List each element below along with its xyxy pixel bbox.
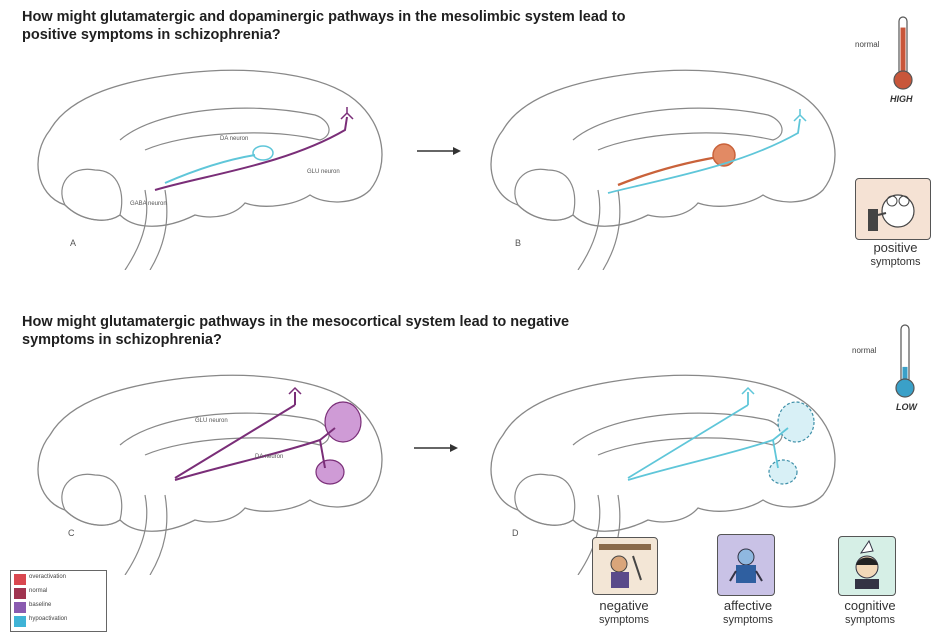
brain-panel-b: [478, 55, 848, 270]
brain-outline: [38, 375, 382, 531]
title-mesocortical: How might glutamatergic pathways in the …: [22, 313, 622, 349]
positive-symptoms-label: positive symptoms: [852, 240, 939, 270]
legend-label: baseline: [29, 602, 51, 608]
legend-swatch-overactivation: [14, 574, 26, 585]
da-neuron-label: DA neuron: [255, 454, 283, 460]
hallucination-icon: [856, 179, 930, 239]
panel-label-d: D: [512, 528, 519, 538]
glu-pathway-hypoactive: [608, 119, 800, 193]
thermometer-bottom-normal-label: normal: [852, 346, 876, 355]
brain-panel-a: DA neuron GLU neuron GABA neuron: [25, 55, 395, 270]
corpus-callosum: [120, 108, 329, 150]
activation-legend: overactivation normal baseline hypoactiv…: [10, 570, 107, 632]
da-neuron-label: DA neuron: [220, 136, 248, 142]
nucleus-accumbens-overactive: [713, 144, 735, 166]
legend-label: overactivation: [29, 574, 66, 580]
da-pathway-hypoactive: [628, 428, 788, 480]
prefrontal-cortex: [325, 402, 361, 442]
glu-neuron-label: GLU neuron: [307, 169, 340, 175]
cognitive-symptoms-image: [838, 536, 896, 596]
withdrawn-person-icon: [593, 538, 657, 594]
brain-panel-c: GLU neuron DA neuron: [25, 360, 395, 575]
positive-line1: positive: [852, 240, 939, 255]
confused-person-icon: [839, 537, 895, 595]
sad-person-icon: [718, 535, 774, 595]
brainstem: [125, 495, 167, 575]
brainstem: [578, 190, 620, 270]
gaba-neuron-label: GABA neuron: [130, 201, 167, 207]
affective-line1: affective: [698, 598, 798, 613]
negative-symptoms-image: [592, 537, 658, 595]
title-mesolimbic: How might glutamatergic and dopaminergic…: [22, 8, 662, 44]
cognitive-line1: cognitive: [815, 598, 925, 613]
legend-swatch-normal: [14, 588, 26, 599]
cerebellum: [62, 474, 122, 525]
transition-arrow-top: [415, 145, 465, 157]
panel-label-b: B: [515, 238, 521, 248]
thermometer-bottom-level-label: LOW: [896, 402, 917, 412]
glu-neuron-label: GLU neuron: [195, 418, 228, 424]
transition-arrow-bottom: [412, 442, 462, 454]
cognitive-symptoms-label: cognitive symptoms: [815, 598, 925, 628]
affective-symptoms-label: affective symptoms: [698, 598, 798, 628]
thermometer-low-icon: [892, 322, 918, 402]
thermometer-top-normal-label: normal: [855, 40, 879, 49]
cognitive-line2: symptoms: [815, 613, 925, 628]
panel-label-a: A: [70, 238, 76, 248]
glu-pathway: [155, 117, 347, 190]
glu-pathway-hypoactive: [628, 392, 748, 478]
da-pathway-overactive: [618, 157, 718, 185]
thermometer-top-level-label: HIGH: [890, 94, 913, 104]
legend-label: normal: [29, 588, 47, 594]
legend-swatch-hypoactivation: [14, 616, 26, 627]
nucleus-accumbens: [253, 146, 273, 160]
panel-label-c: C: [68, 528, 75, 538]
legend-item: normal: [14, 587, 102, 600]
prefrontal-cortex-hypoactive: [778, 402, 814, 442]
affective-symptoms-image: [717, 534, 775, 596]
negative-line2: symptoms: [574, 613, 674, 628]
ventromedial-cortex-hypoactive: [769, 460, 797, 484]
cerebellum: [515, 474, 575, 525]
legend-swatch-baseline: [14, 602, 26, 613]
glu-pathway: [175, 392, 295, 478]
affective-line2: symptoms: [698, 613, 798, 628]
legend-label: hypoactivation: [29, 616, 67, 622]
positive-line2: symptoms: [852, 255, 939, 270]
brain-outline: [491, 375, 835, 531]
legend-item: baseline: [14, 601, 102, 614]
cerebellum: [62, 169, 122, 220]
legend-item: overactivation: [14, 573, 102, 586]
negative-symptoms-label: negative symptoms: [574, 598, 674, 628]
positive-symptoms-image: [855, 178, 931, 240]
brain-outline: [38, 70, 382, 226]
brain-outline: [491, 70, 835, 226]
legend-item: hypoactivation: [14, 615, 102, 628]
corpus-callosum: [573, 108, 782, 150]
ventromedial-cortex: [316, 460, 344, 484]
negative-line1: negative: [574, 598, 674, 613]
thermometer-high-icon: [890, 14, 916, 94]
cerebellum: [515, 169, 575, 220]
brain-panel-d: [478, 360, 848, 575]
